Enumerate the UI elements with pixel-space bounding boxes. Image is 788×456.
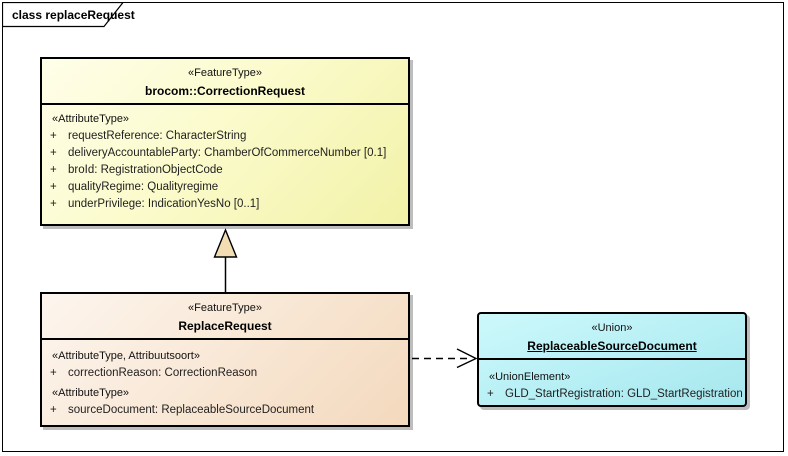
attribute-row[interactable]: + GLD_StartRegistration: GLD_StartRegistr… (479, 386, 745, 403)
class-name: ReplaceRequest (178, 319, 272, 333)
stereotype-label: «AttributeType» (52, 113, 130, 125)
class-header[interactable]: «FeatureType» brocom::CorrectionRequest (42, 59, 408, 105)
attribute-row[interactable]: + broId: RegistrationObjectCode (42, 162, 408, 179)
attribute-row[interactable]: + qualityRegime: Qualityregime (42, 179, 408, 196)
attribute-row[interactable]: + sourceDocument: ReplaceableSourceDocume… (42, 402, 408, 419)
diagram-tab: class replaceRequest (1, 1, 135, 28)
diagram-frame (2, 2, 784, 452)
stereotype-label: «UnionElement» (489, 371, 571, 383)
stereotype-label: «AttributeType» (52, 387, 130, 399)
tab-polygon (1, 1, 125, 28)
visibility-marker: + (50, 164, 57, 176)
stereotype-label: «Union» (591, 322, 633, 334)
visibility-marker: + (50, 147, 57, 159)
class-replace-request[interactable]: «FeatureType» ReplaceRequest «AttributeT… (40, 292, 410, 427)
stereotype-label: «FeatureType» (188, 67, 262, 79)
attribute-text: requestReference: CharacterString (68, 130, 247, 142)
visibility-marker: + (50, 181, 57, 193)
class-correction-request[interactable]: «FeatureType» brocom::CorrectionRequest … (40, 57, 410, 226)
visibility-marker: + (50, 367, 57, 379)
class-header[interactable]: «Union» ReplaceableSourceDocument (479, 314, 745, 360)
attribute-row[interactable]: + deliveryAccountableParty: ChamberOfComm… (42, 145, 408, 162)
attribute-text: correctionReason: CorrectionReason (68, 367, 258, 379)
attribute-text: sourceDocument: ReplaceableSourceDocumen… (68, 404, 315, 416)
class-header[interactable]: «FeatureType» ReplaceRequest (42, 294, 408, 340)
stereotype-label: «AttributeType, Attribuutsoort» (52, 350, 200, 362)
visibility-marker: + (50, 198, 57, 210)
attribute-row[interactable]: + underPrivilege: IndicationYesNo [0..1] (42, 196, 408, 213)
diagram-title: class replaceRequest (12, 8, 135, 22)
attributes-compartment: «AttributeType» + requestReference: Chara… (42, 105, 408, 213)
attribute-row[interactable]: + correctionReason: CorrectionReason (42, 365, 408, 382)
attribute-text: broId: RegistrationObjectCode (68, 164, 223, 176)
attribute-text: deliveryAccountableParty: ChamberOfComme… (68, 147, 387, 159)
attributes-compartment: «AttributeType, Attribuutsoort» + correct… (42, 340, 408, 419)
class-replaceable-source-document[interactable]: «Union» ReplaceableSourceDocument «Union… (477, 312, 747, 407)
attribute-text: qualityRegime: Qualityregime (68, 181, 219, 193)
attribute-row[interactable]: + requestReference: CharacterString (42, 128, 408, 145)
class-name: ReplaceableSourceDocument (527, 339, 697, 353)
stereotype-label: «FeatureType» (188, 302, 262, 314)
visibility-marker: + (487, 388, 494, 400)
attribute-text: GLD_StartRegistration: GLD_StartRegistra… (505, 388, 743, 400)
attribute-text: underPrivilege: IndicationYesNo [0..1] (68, 198, 260, 210)
diagram-tab-shape (1, 1, 125, 28)
attributes-compartment: «UnionElement» + GLD_StartRegistration: G… (479, 360, 745, 403)
class-name: brocom::CorrectionRequest (144, 84, 305, 98)
visibility-marker: + (50, 404, 57, 416)
visibility-marker: + (50, 130, 57, 142)
